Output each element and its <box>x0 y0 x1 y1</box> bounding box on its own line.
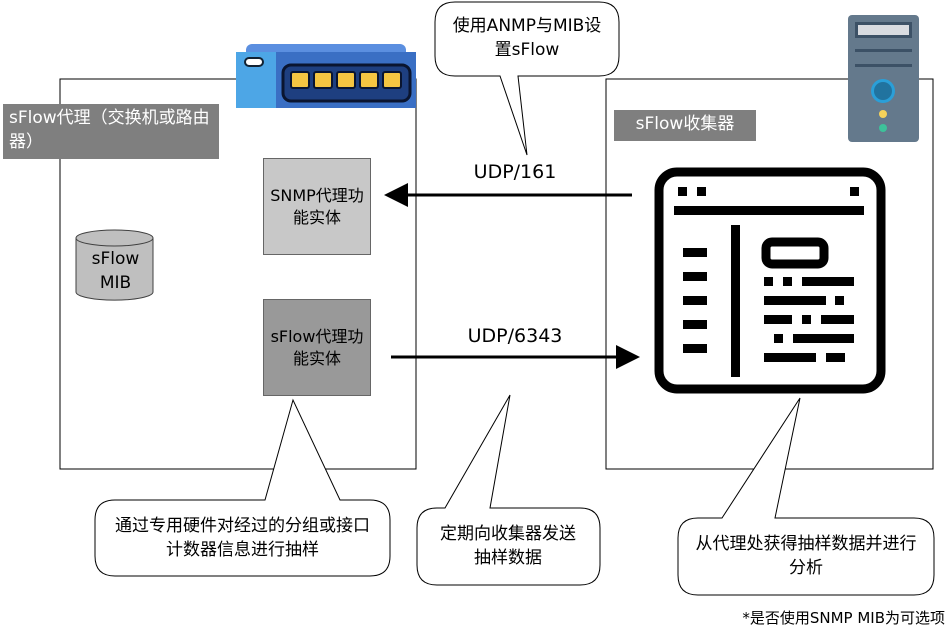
collector-label: sFlow收集器 <box>614 110 756 141</box>
mib-cylinder-icon <box>75 229 154 301</box>
agent-label: sFlow代理（交换机或路由器） <box>3 104 219 159</box>
callout-hardware-text: 通过专用硬件对经过的分组或接口计数器信息进行抽样 <box>115 516 370 560</box>
sflow-agent-entity-label: sFlow代理功能实体 <box>270 326 364 368</box>
footnote: *是否使用SNMP MIB为可选项 <box>742 609 945 627</box>
callout-collect-text: 从代理处获得抽样数据并进行分析 <box>695 534 917 578</box>
callout-send-shape <box>416 394 601 586</box>
callout-send-text: 定期向收集器发送抽样数据 <box>440 524 576 568</box>
snmp-agent-entity-label: SNMP代理功能实体 <box>270 185 364 227</box>
udp6343-label: UDP/6343 <box>467 325 563 347</box>
switch-icon <box>236 44 416 108</box>
sflow-agent-entity: sFlow代理功能实体 <box>263 299 371 396</box>
callout-collect-shape <box>677 397 935 596</box>
server-icon <box>848 15 919 142</box>
analysis-window-icon <box>654 167 886 394</box>
udp161-label: UDP/161 <box>473 161 557 183</box>
mib-label: sFlow MIB <box>91 249 140 293</box>
callout-top-shape <box>434 1 620 156</box>
snmp-agent-entity: SNMP代理功能实体 <box>263 158 371 255</box>
callout-top-text: 使用ANMP与MIB设置sFlow <box>452 16 602 60</box>
callout-hardware-shape <box>94 398 391 577</box>
